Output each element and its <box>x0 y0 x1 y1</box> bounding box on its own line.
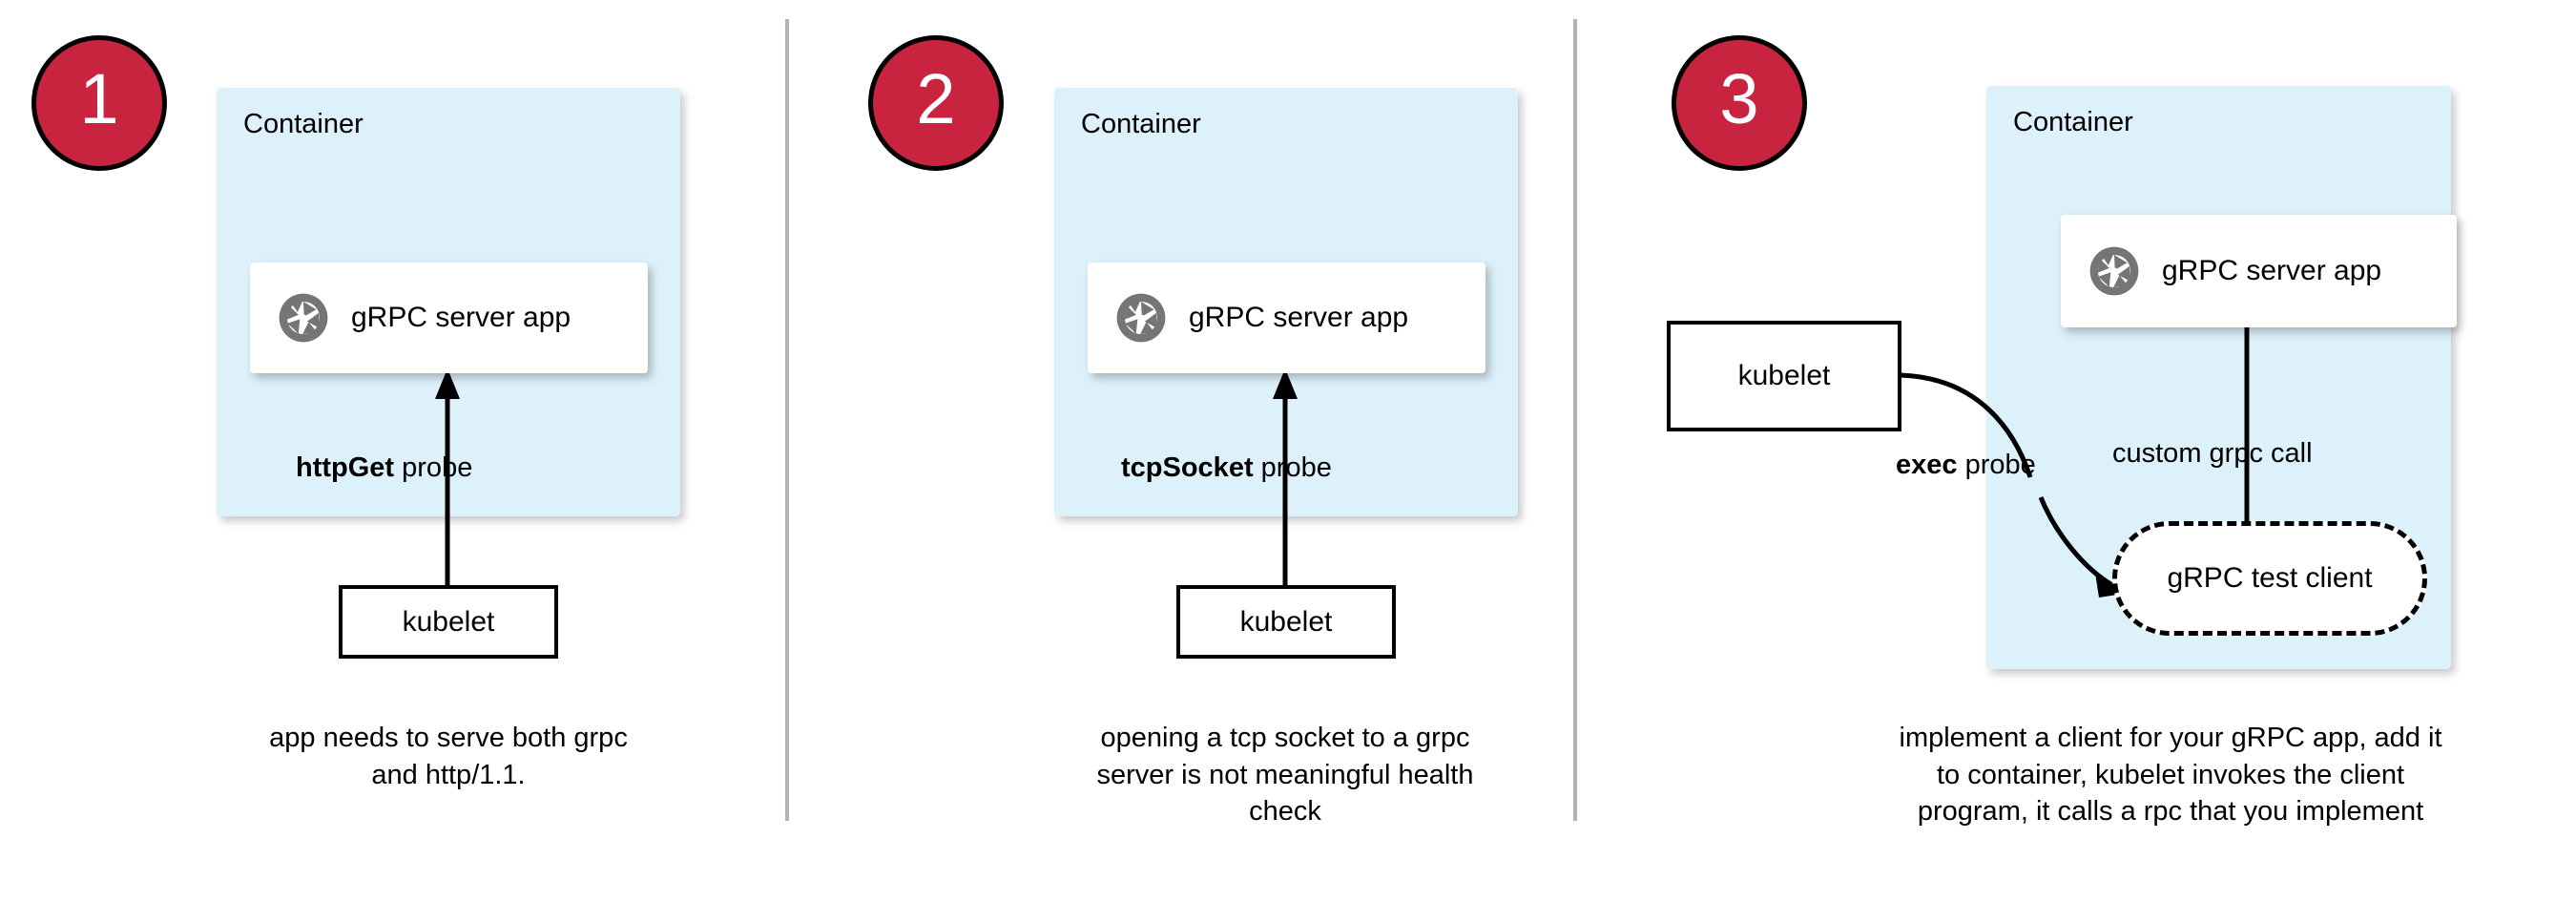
probe-label-2-rest: probe <box>1253 452 1332 483</box>
app-card-3-label: gRPC server app <box>2162 255 2382 286</box>
kubelet-box-2-label: kubelet <box>1239 605 1333 638</box>
app-card-1: gRPC server app <box>250 262 648 373</box>
container-label-1: Container <box>243 109 364 139</box>
step-badge-3-number: 3 <box>1719 59 1759 138</box>
app-card-1-label: gRPC server app <box>351 302 571 333</box>
grpc-aperture-icon <box>279 293 328 343</box>
caption-3-line-3: program, it calls a rpc that you impleme… <box>1917 796 2424 828</box>
kubelet-box-1-label: kubelet <box>402 605 495 638</box>
caption-3-line-2: to container, kubelet invokes the client <box>1936 759 2405 790</box>
probe-label-1-rest: probe <box>394 452 473 483</box>
grpc-test-client-label: gRPC test client <box>2167 562 2373 594</box>
caption-2: opening a tcp socket to a grpc server is… <box>1023 720 1548 830</box>
step-badge-3: 3 <box>1672 35 1807 171</box>
custom-grpc-call-label: custom grpc call <box>2112 438 2313 469</box>
kubelet-box-1: kubelet <box>339 585 558 659</box>
step-badge-2-number: 2 <box>916 59 956 138</box>
panel-divider-1 <box>785 19 789 821</box>
caption-3-line-1: implement a client for your gRPC app, ad… <box>1899 723 2442 753</box>
caption-1-line-2: and http/1.1. <box>371 759 526 790</box>
kubelet-box-3-label: kubelet <box>1737 360 1831 391</box>
step-badge-2: 2 <box>868 35 1004 171</box>
panel-divider-2 <box>1573 19 1577 821</box>
caption-1: app needs to serve both grpc and http/1.… <box>186 720 711 793</box>
container-label-2: Container <box>1081 109 1201 139</box>
container-label-3: Container <box>2013 107 2133 137</box>
caption-2-line-1: opening a tcp socket to a grpc <box>1100 723 1470 753</box>
step-badge-1: 1 <box>31 35 167 171</box>
caption-2-line-3: check <box>1249 796 1321 828</box>
caption-3: implement a client for your gRPC app, ad… <box>1818 720 2524 830</box>
app-card-2: gRPC server app <box>1088 262 1485 373</box>
caption-2-line-2: server is not meaningful health <box>1096 759 1474 790</box>
grpc-aperture-icon <box>2089 246 2139 296</box>
probe-label-2: tcpSocket probe <box>1121 452 1332 484</box>
probe-label-1: httpGet probe <box>296 452 472 484</box>
caption-1-line-1: app needs to serve both grpc <box>269 723 628 753</box>
probe-label-2-bold: tcpSocket <box>1121 452 1254 483</box>
app-card-2-label: gRPC server app <box>1189 302 1409 333</box>
probe-label-1-bold: httpGet <box>296 452 395 483</box>
app-card-3: gRPC server app <box>2061 215 2457 327</box>
kubelet-box-3: kubelet <box>1667 321 1901 431</box>
probe-label-3-rest: probe <box>1957 450 2036 480</box>
kubelet-box-2: kubelet <box>1176 585 1396 659</box>
probe-label-3-bold: exec <box>1896 450 1958 480</box>
probe-label-3: exec probe <box>1896 450 2036 481</box>
grpc-aperture-icon <box>1116 293 1166 343</box>
grpc-test-client-box: gRPC test client <box>2112 521 2427 636</box>
step-badge-1-number: 1 <box>79 59 119 138</box>
